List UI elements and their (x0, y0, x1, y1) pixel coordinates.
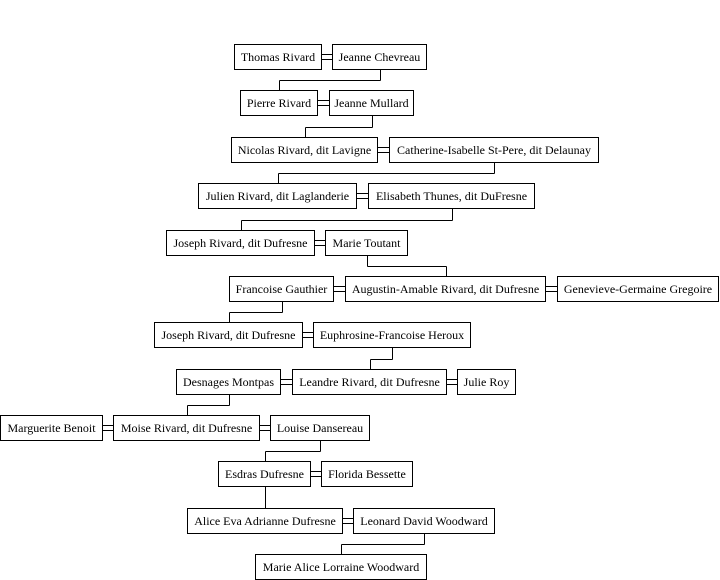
person-elisabeth-thunes: Elisabeth Thunes, dit DuFresne (368, 183, 535, 209)
person-joseph-rivard-1: Joseph Rivard, dit Dufresne (166, 230, 315, 256)
person-desnages-montpas: Desnages Montpas (176, 369, 281, 395)
person-moise-rivard: Moise Rivard, dit Dufresne (113, 415, 260, 441)
person-alice-eva-adrianne-dufresne: Alice Eva Adrianne Dufresne (187, 508, 343, 534)
person-genevieve-germaine-gregoire: Genevieve-Germaine Gregoire (557, 276, 719, 302)
person-jeanne-mullard: Jeanne Mullard (329, 90, 414, 116)
person-leandre-rivard: Leandre Rivard, dit Dufresne (292, 369, 447, 395)
person-francoise-gauthier: Francoise Gauthier (229, 276, 334, 302)
person-nicolas-rivard: Nicolas Rivard, dit Lavigne (231, 137, 378, 163)
person-pierre-rivard: Pierre Rivard (240, 90, 318, 116)
person-thomas-rivard: Thomas Rivard (234, 44, 322, 70)
person-louise-dansereau: Louise Dansereau (270, 415, 370, 441)
person-marie-alice-lorraine-woodward: Marie Alice Lorraine Woodward (255, 554, 427, 580)
person-joseph-rivard-2: Joseph Rivard, dit Dufresne (154, 322, 303, 348)
person-leonard-david-woodward: Leonard David Woodward (353, 508, 495, 534)
person-esdras-dufresne: Esdras Dufresne (218, 461, 311, 487)
person-julien-rivard: Julien Rivard, dit Laglanderie (198, 183, 357, 209)
person-marguerite-benoit: Marguerite Benoit (0, 415, 103, 441)
person-marie-toutant: Marie Toutant (325, 230, 408, 256)
person-florida-bessette: Florida Bessette (321, 461, 413, 487)
person-euphrosine-francoise-heroux: Euphrosine-Francoise Heroux (313, 322, 471, 348)
person-catherine-isabelle-st-pere: Catherine-Isabelle St-Pere, dit Delaunay (389, 137, 599, 163)
person-julie-roy: Julie Roy (457, 369, 516, 395)
person-jeanne-chevreau: Jeanne Chevreau (332, 44, 427, 70)
person-augustin-amable-rivard: Augustin-Amable Rivard, dit Dufresne (345, 276, 546, 302)
